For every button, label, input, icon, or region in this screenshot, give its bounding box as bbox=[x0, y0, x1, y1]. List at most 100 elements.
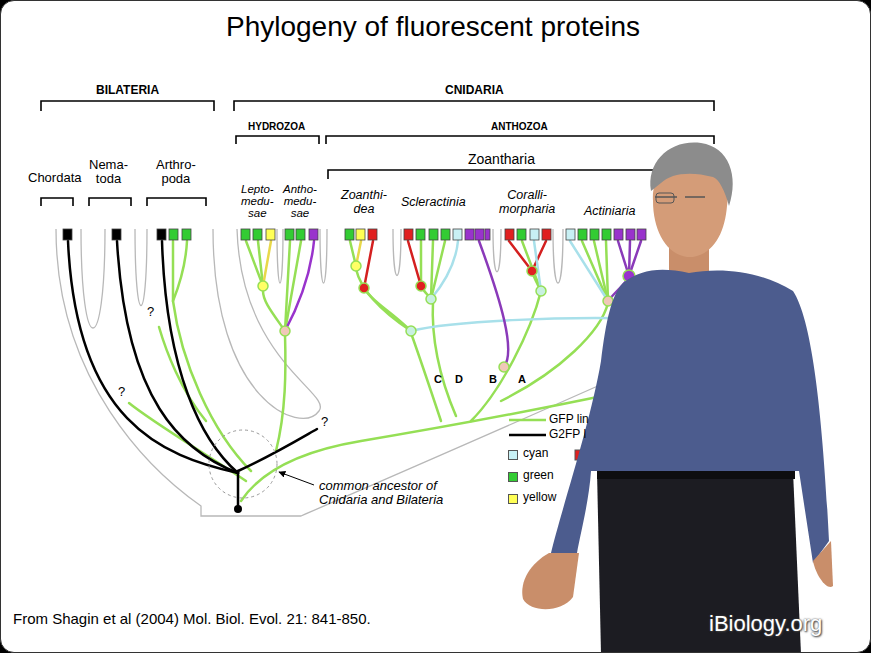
drawn-path bbox=[522, 553, 579, 609]
drawn-path bbox=[433, 301, 456, 416]
drawn-path bbox=[493, 229, 501, 272]
drawn-path bbox=[479, 241, 508, 367]
group-heading: Zoantharia bbox=[468, 151, 535, 167]
drawn-path bbox=[117, 241, 238, 473]
drawn-path bbox=[263, 291, 285, 331]
ancestor-dot bbox=[234, 505, 242, 513]
drawn-rect bbox=[285, 229, 294, 240]
drawn-circle bbox=[258, 281, 268, 291]
drawn-rect bbox=[63, 229, 72, 240]
drawn-path bbox=[276, 334, 285, 451]
drawn-path bbox=[320, 229, 327, 283]
callout-note: common ancestor of Cnidaria and Bilateri… bbox=[319, 479, 487, 507]
drawn-path bbox=[173, 241, 251, 471]
drawn-circle bbox=[499, 362, 509, 372]
group-heading: ANTHOZOA bbox=[491, 121, 548, 133]
drawn-rect bbox=[404, 229, 413, 240]
drawn-rect bbox=[475, 229, 484, 240]
drawn-rect bbox=[441, 229, 450, 240]
drawn-path bbox=[471, 291, 541, 421]
group-heading: CNIDARIA bbox=[445, 84, 504, 98]
drawn-path bbox=[570, 241, 608, 301]
drawn-rect bbox=[112, 229, 121, 240]
drawn-path bbox=[813, 541, 833, 587]
tree-nodes bbox=[258, 261, 635, 372]
drawn-rect bbox=[157, 229, 166, 240]
drawn-rect bbox=[602, 229, 611, 240]
drawn-path bbox=[173, 241, 187, 301]
drawn-circle bbox=[406, 326, 416, 336]
group-heading: BILATERIA bbox=[96, 84, 159, 98]
drawn-path bbox=[263, 241, 271, 286]
drawn-path bbox=[364, 288, 411, 331]
g2fp-lineage bbox=[68, 241, 317, 509]
drawn-rect bbox=[253, 229, 262, 240]
drawn-path bbox=[41, 101, 214, 111]
drawn-rect bbox=[356, 229, 365, 240]
presenter bbox=[522, 143, 833, 653]
drawn-rect bbox=[241, 229, 250, 240]
clade-letter: A bbox=[518, 373, 526, 386]
drawn-path bbox=[522, 241, 541, 291]
drawn-rect bbox=[590, 229, 599, 240]
drawn-rect bbox=[429, 229, 438, 240]
citation-caption: From Shagin et al (2004) Mol. Biol. Evol… bbox=[13, 610, 371, 627]
taxon-name: Antho- medu- sae bbox=[283, 183, 317, 219]
drawn-path bbox=[551, 270, 829, 563]
legend-text: G2FP l bbox=[549, 428, 586, 442]
taxon-name: Zoanthi- dea bbox=[341, 188, 387, 216]
legend-text: yellow bbox=[523, 491, 556, 505]
drawn-path bbox=[356, 269, 411, 331]
drawn-path bbox=[135, 229, 147, 306]
drawn-path bbox=[655, 196, 705, 198]
drawn-path bbox=[246, 241, 263, 286]
drawn-path bbox=[553, 229, 563, 283]
drawn-rect bbox=[637, 229, 646, 240]
drawn-rect bbox=[465, 229, 474, 240]
drawn-circle bbox=[416, 281, 426, 291]
slide-title: Phylogeny of fluorescent proteins bbox=[226, 11, 640, 43]
watermark: iBiology.org bbox=[709, 611, 822, 636]
drawn-circle bbox=[426, 294, 436, 304]
drawn-rect bbox=[542, 229, 551, 240]
drawn-path bbox=[41, 198, 73, 206]
taxon-name: Scleractinia bbox=[401, 195, 466, 209]
clade-letter: B bbox=[489, 373, 497, 386]
legend-text: GFP lin bbox=[549, 413, 589, 427]
drawn-path bbox=[236, 136, 319, 144]
drawn-path bbox=[238, 429, 317, 471]
drawn-rect bbox=[505, 229, 514, 240]
drawn-path bbox=[328, 170, 706, 179]
drawn-path bbox=[89, 198, 131, 206]
drawn-rect bbox=[368, 229, 377, 240]
drawn-line bbox=[509, 419, 546, 422]
drawn-rect bbox=[578, 229, 587, 240]
drawn-path bbox=[81, 229, 105, 328]
drawn-path bbox=[277, 229, 283, 283]
legend-swatch bbox=[508, 450, 518, 460]
drawn-path bbox=[159, 327, 206, 421]
drawn-path bbox=[582, 241, 608, 301]
drawn-rect bbox=[626, 229, 635, 240]
drawn-path bbox=[534, 241, 541, 291]
drawn-path bbox=[234, 101, 714, 111]
colored-lineages bbox=[263, 241, 651, 367]
drawn-path bbox=[258, 241, 263, 286]
drawn-rect bbox=[345, 229, 354, 240]
taxon-name: Arthro- poda bbox=[156, 158, 196, 186]
drawn-rect bbox=[416, 229, 425, 240]
drawn-rect bbox=[266, 229, 275, 240]
legend-text: cyan bbox=[523, 447, 548, 461]
taxon-name: Chordata bbox=[28, 171, 81, 185]
drawn-circle bbox=[280, 326, 290, 336]
drawn-line bbox=[509, 434, 546, 437]
uncertain-mark: ? bbox=[321, 415, 328, 430]
drawn-rect bbox=[296, 229, 305, 240]
taxon-name: Lepto- medu- sae bbox=[241, 183, 274, 219]
drawn-rect bbox=[485, 229, 490, 240]
drawn-circle bbox=[536, 286, 546, 296]
drawn-rect bbox=[182, 229, 191, 240]
uncertain-mark: ? bbox=[118, 385, 125, 400]
